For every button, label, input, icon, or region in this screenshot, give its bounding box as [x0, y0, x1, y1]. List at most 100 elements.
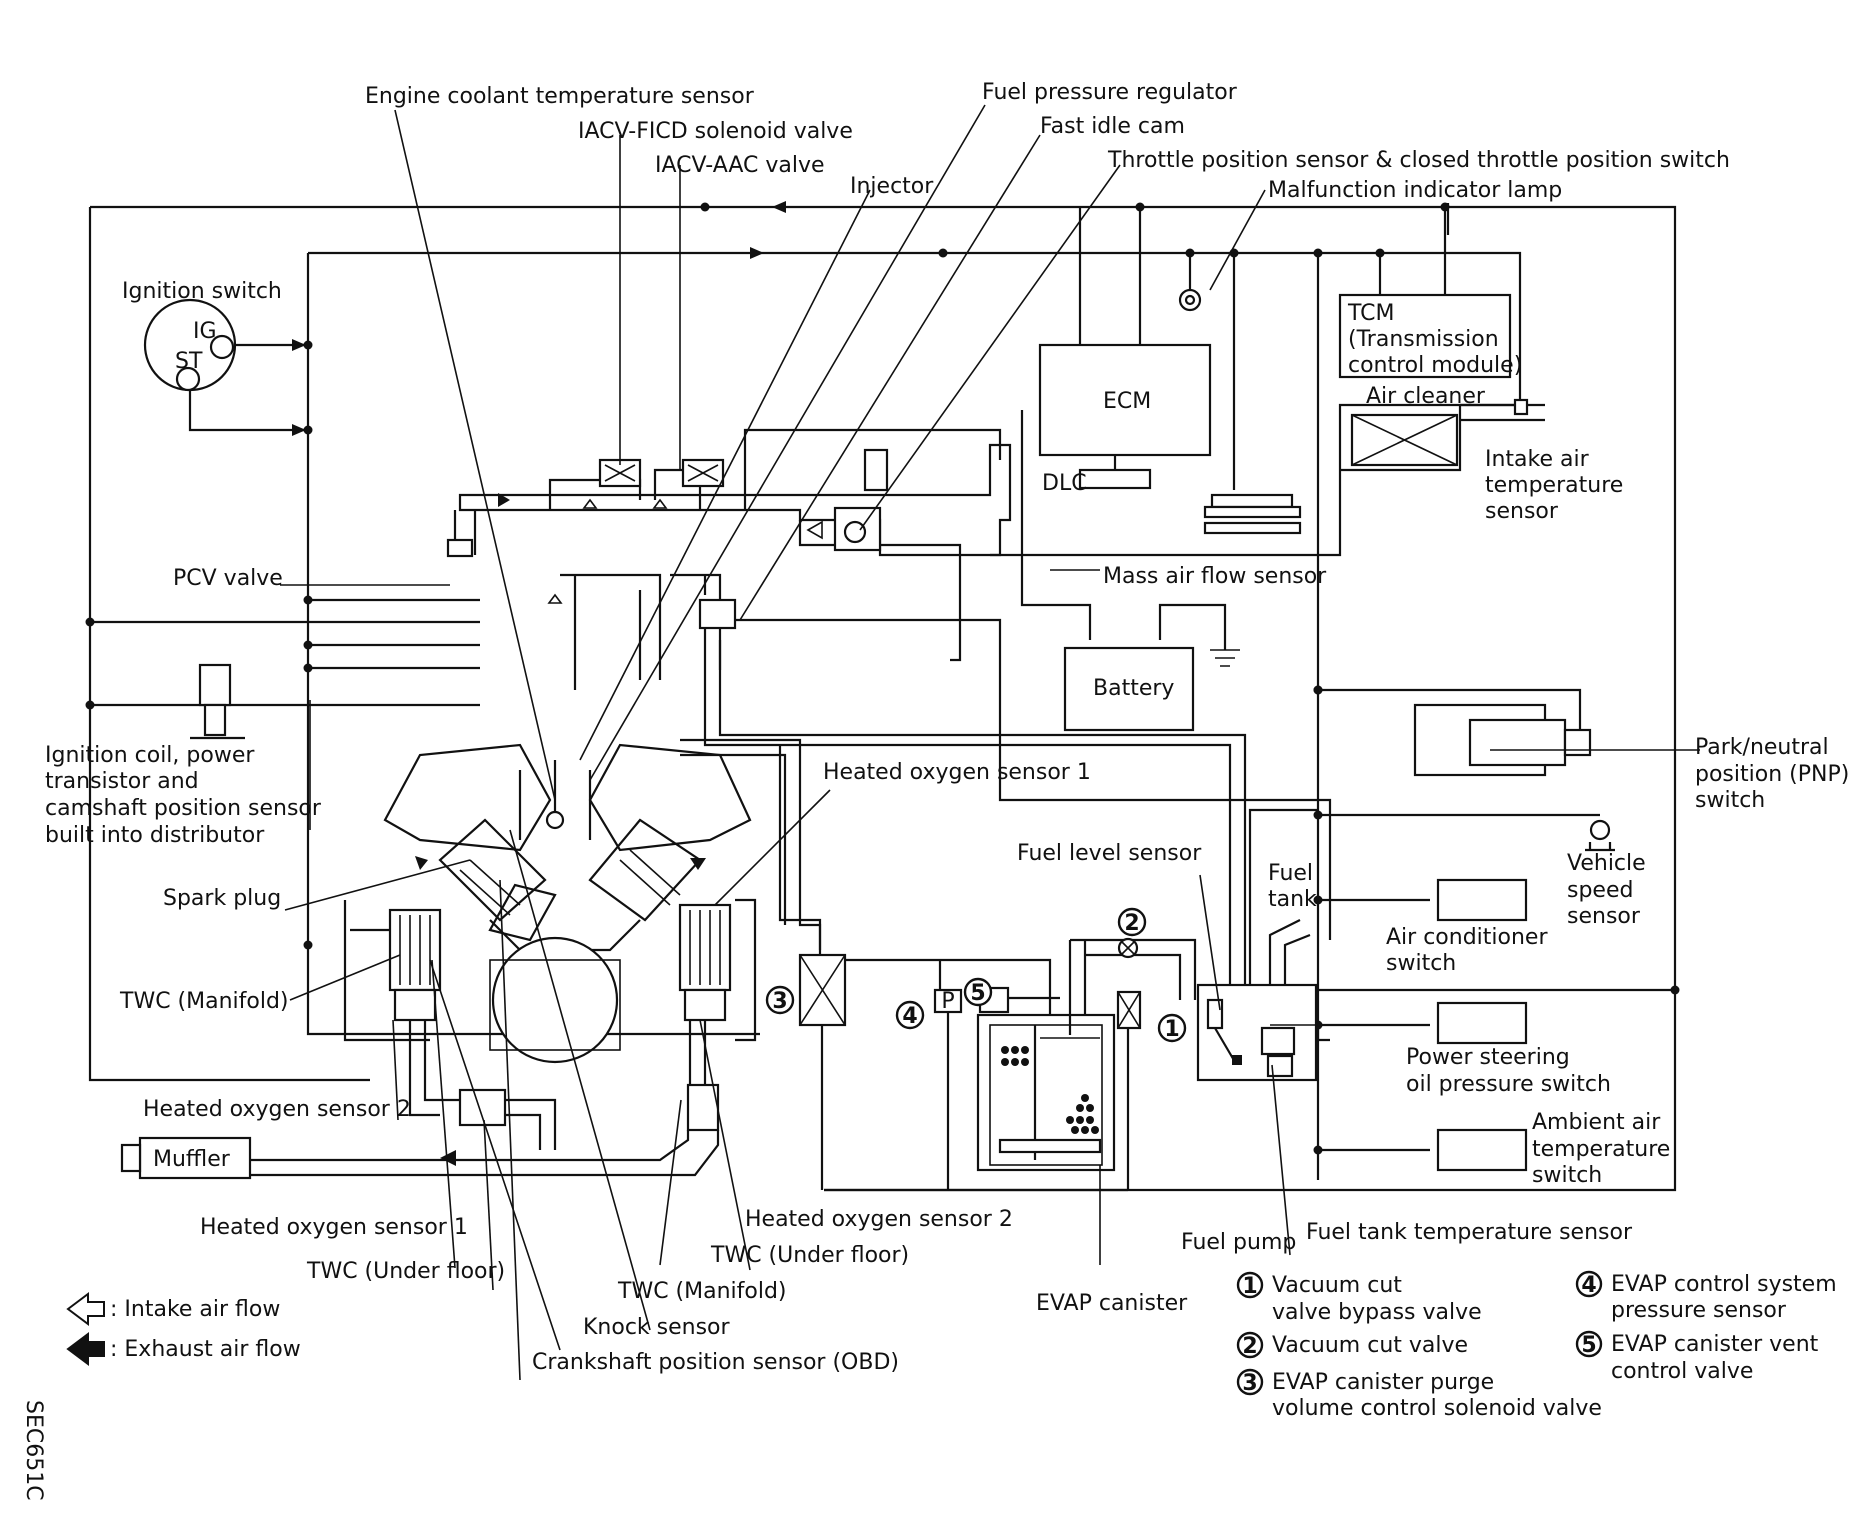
dlc-connector	[1078, 468, 1152, 490]
label-vss-2: speed	[1567, 878, 1633, 903]
label-tcm-3: control module)	[1348, 353, 1522, 378]
label-dlc: DLC	[1042, 471, 1087, 496]
badge-3: 3	[772, 989, 787, 1014]
maf-sensor	[1210, 493, 1294, 509]
label-fuel-tank-1: Fuel	[1268, 861, 1313, 886]
intake-tract	[458, 398, 1545, 662]
label-ecm: ECM	[1103, 389, 1151, 414]
leader-lines	[280, 104, 1700, 1381]
label-twc-manifold-right: TWC (Manifold)	[617, 1279, 787, 1304]
label-air-cleaner: Air cleaner	[1366, 384, 1486, 409]
label-ps-2: oil pressure switch	[1406, 1072, 1611, 1097]
label-pnp-3: switch	[1695, 788, 1765, 813]
label-twc-underfloor-right: TWC (Under floor)	[710, 1243, 909, 1268]
badge-p: P	[941, 989, 954, 1014]
ecm-box	[1038, 343, 1212, 457]
key-item-4: 4 EVAP control system pressure sensor	[1575, 1270, 1837, 1323]
exhaust-flow-icon	[66, 1332, 105, 1366]
label-battery: Battery	[1093, 676, 1174, 701]
wiring-harness	[85, 201, 1680, 1192]
label-twc-underfloor-left: TWC (Under floor)	[306, 1259, 505, 1284]
label-st: ST	[175, 349, 203, 374]
label-twc-manifold-left: TWC (Manifold)	[119, 989, 289, 1014]
label-muffler: Muffler	[153, 1147, 231, 1172]
label-ps-1: Power steering	[1406, 1045, 1570, 1070]
key-item-1: 1 Vacuum cut valve bypass valve	[1236, 1271, 1482, 1325]
label-fuel-tank-temp: Fuel tank temperature sensor	[1306, 1220, 1633, 1245]
key-num-1: 1	[1242, 1274, 1257, 1299]
label-tcm-1: TCM	[1347, 301, 1395, 326]
key-text-5b: control valve	[1611, 1359, 1753, 1384]
label-hos2-left: Heated oxygen sensor 2	[143, 1097, 411, 1122]
key-item-5: 5 EVAP canister vent control valve	[1575, 1330, 1819, 1384]
key-text-1b: valve bypass valve	[1272, 1300, 1482, 1325]
key-text-1a: Vacuum cut	[1272, 1273, 1402, 1298]
key-item-3: 3 EVAP canister purge volume control sol…	[1236, 1368, 1602, 1421]
label-pnp-1: Park/neutral	[1695, 735, 1829, 760]
label-hos1-right: Heated oxygen sensor 1	[823, 760, 1091, 785]
key-text-3b: volume control solenoid valve	[1272, 1396, 1602, 1421]
tcm-box	[1338, 293, 1512, 379]
label-intake-air-temp-1: Intake air	[1485, 447, 1590, 472]
label-injector: Injector	[850, 174, 934, 199]
label-fast-idle-cam: Fast idle cam	[1040, 114, 1185, 139]
label-ign-coil-2: transistor and	[45, 769, 199, 794]
label-ac-2: switch	[1386, 951, 1456, 976]
legend-intake: : Intake air flow	[110, 1297, 280, 1322]
label-mil: Malfunction indicator lamp	[1268, 178, 1562, 203]
intake-flow-icon	[66, 1292, 105, 1326]
label-crankshaft-sensor: Crankshaft position sensor (OBD)	[532, 1350, 899, 1375]
key-item-2: 2 Vacuum cut valve	[1236, 1331, 1468, 1359]
badge-5: 5	[970, 981, 985, 1006]
label-intake-air-temp-3: sensor	[1485, 499, 1559, 524]
label-ambient-3: switch	[1532, 1163, 1602, 1188]
label-ignition-switch: Ignition switch	[122, 279, 282, 304]
label-engine-coolant-sensor: Engine coolant temperature sensor	[365, 84, 755, 109]
label-ign-coil-4: built into distributor	[45, 823, 265, 848]
key-text-4a: EVAP control system	[1611, 1272, 1837, 1297]
numbered-key: 1 Vacuum cut valve bypass valve 2 Vacuum…	[1236, 1270, 1837, 1421]
distributor	[190, 663, 245, 740]
label-maf-sensor: Mass air flow sensor	[1103, 564, 1327, 589]
label-ambient-2: temperature	[1532, 1137, 1670, 1162]
label-hos1-left: Heated oxygen sensor 1	[200, 1215, 468, 1240]
key-num-5: 5	[1581, 1333, 1596, 1358]
label-fuel-tank-2: tank	[1268, 887, 1317, 912]
key-text-4b: pressure sensor	[1611, 1298, 1787, 1323]
ignition-switch[interactable]	[143, 298, 237, 392]
legend-exhaust: : Exhaust air flow	[110, 1337, 301, 1362]
label-ign-coil-1: Ignition coil, power	[45, 743, 255, 768]
label-spark-plug: Spark plug	[163, 886, 281, 911]
label-throttle-sensor: Throttle position sensor & closed thrott…	[1107, 148, 1730, 173]
figure-code: SEC651C	[21, 1400, 46, 1501]
label-iacv-ficd: IACV-FICD solenoid valve	[578, 119, 853, 144]
label-ig: IG	[193, 319, 217, 344]
flow-arrows	[415, 493, 823, 870]
label-evap-canister: EVAP canister	[1036, 1291, 1188, 1316]
badge-2: 2	[1124, 911, 1139, 936]
labels: Engine coolant temperature sensor Fuel p…	[21, 80, 1849, 1501]
muffler-box	[138, 1136, 252, 1180]
right-side-components	[1413, 703, 1615, 1172]
label-fuel-pressure-regulator: Fuel pressure regulator	[982, 80, 1238, 105]
label-fuel-pump: Fuel pump	[1181, 1230, 1296, 1255]
label-ign-coil-3: camshaft position sensor	[45, 796, 322, 821]
label-vss-1: Vehicle	[1567, 851, 1646, 876]
label-pnp-2: position (PNP)	[1695, 762, 1849, 787]
label-fuel-level: Fuel level sensor	[1017, 841, 1202, 866]
label-knock-sensor: Knock sensor	[583, 1315, 731, 1340]
label-intake-air-temp-2: temperature	[1485, 473, 1623, 498]
label-tcm-2: (Transmission	[1348, 327, 1499, 352]
badge-1: 1	[1164, 1017, 1179, 1042]
battery-box	[1063, 646, 1195, 732]
key-num-2: 2	[1242, 1334, 1257, 1359]
key-text-2a: Vacuum cut valve	[1272, 1333, 1468, 1358]
diagram-badges: 3 4 P 5 2 1	[765, 907, 1187, 1043]
label-ac-1: Air conditioner	[1386, 925, 1548, 950]
label-pcv-valve: PCV valve	[173, 566, 283, 591]
key-num-4: 4	[1581, 1273, 1596, 1298]
label-hos2-right: Heated oxygen sensor 2	[745, 1207, 1013, 1232]
label-ambient-1: Ambient air	[1532, 1110, 1661, 1135]
badge-4: 4	[902, 1004, 917, 1029]
